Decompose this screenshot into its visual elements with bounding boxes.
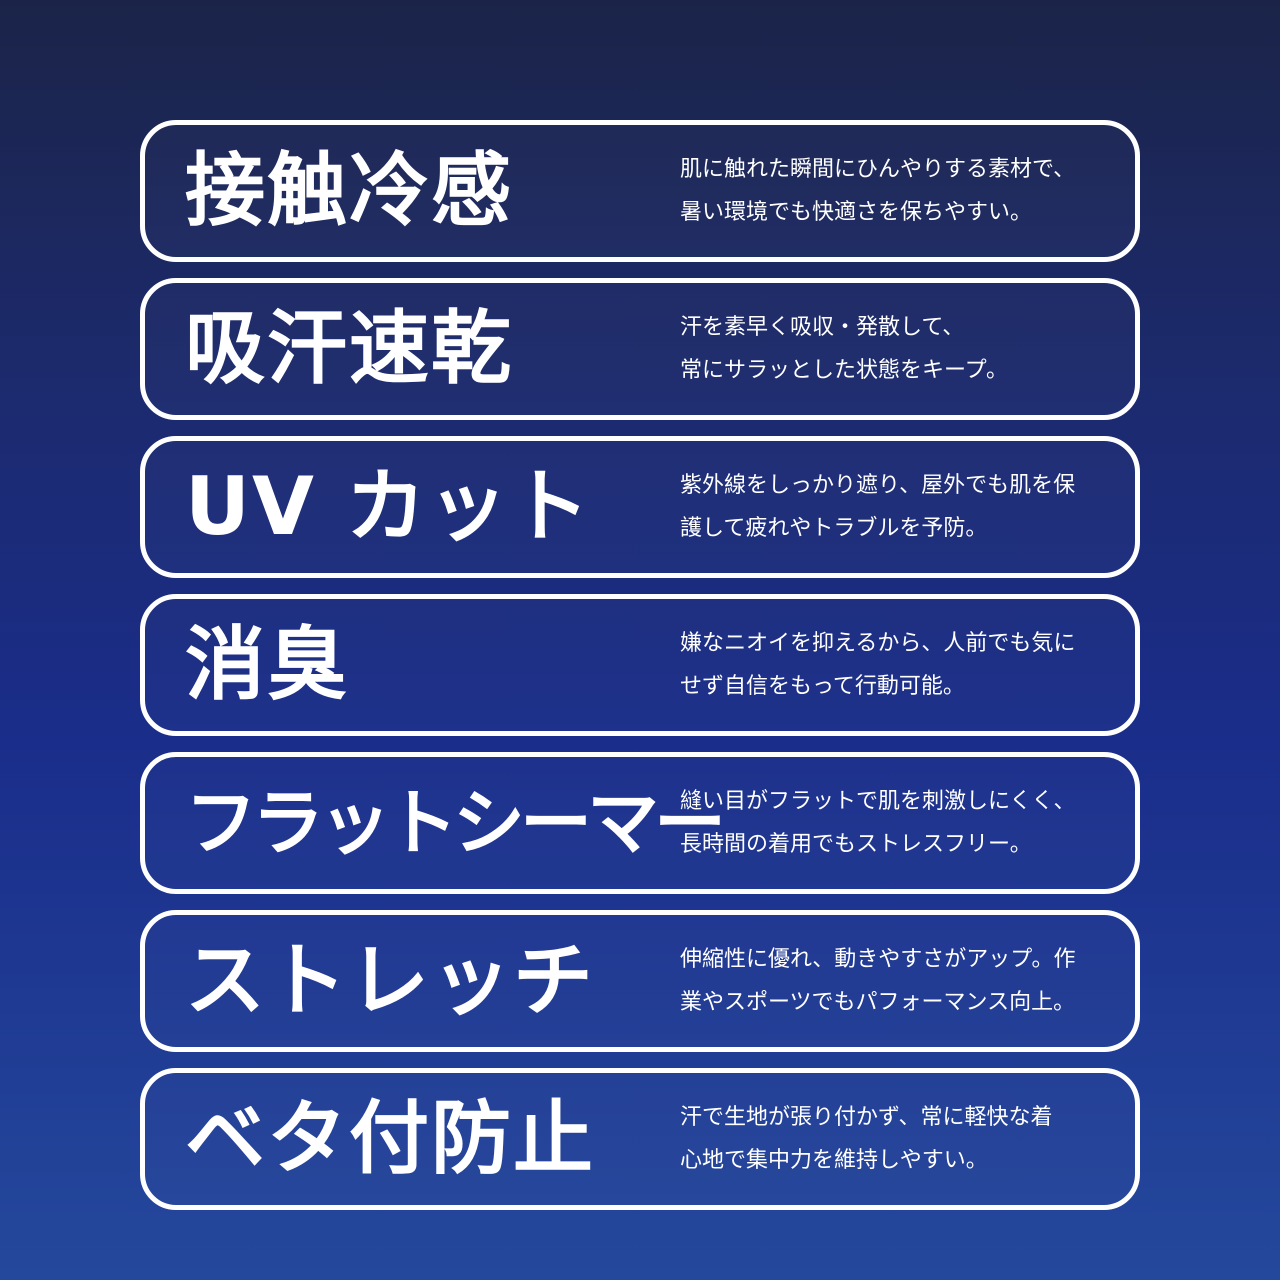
feature-description-line: 護して疲れやトラブルを予防。 [680,516,988,541]
feature-description: 縫い目がフラットで肌を刺激しにくく、 長時間の着用でもストレスフリー。 [680,757,1110,889]
feature-description-line: 肌に触れた瞬間にひんやりする素材で、 [680,157,1076,182]
feature-description-line: 紫外線をしっかり遮り、屋外でも肌を保 [680,473,1076,498]
feature-card-contact-cooling: 接触冷感 肌に触れた瞬間にひんやりする素材で、 暑い環境でも快適さを保ちやすい。 [140,120,1140,262]
feature-card-anti-stick: ベタ付防止 汗で生地が張り付かず、常に軽快な着 心地で集中力を維持しやすい。 [140,1068,1140,1210]
feature-description-line: 常にサラッとした状態をキープ。 [680,358,1009,383]
feature-description-line: 暑い環境でも快適さを保ちやすい。 [680,200,1033,225]
feature-card-quick-dry: 吸汗速乾 汗を素早く吸収・発散して、 常にサラッとした状態をキープ。 [140,278,1140,420]
feature-description-line: 嫌なニオイを抑えるから、人前でも気に [680,631,1076,656]
feature-description-line: 業やスポーツでもパフォーマンス向上。 [680,990,1076,1015]
feature-description-line: 汗で生地が張り付かず、常に軽快な着 [680,1105,1053,1130]
feature-title: ストレッチ [185,934,595,1027]
feature-card-deodorant: 消臭 嫌なニオイを抑えるから、人前でも気に せず自信をもって行動可能。 [140,594,1140,736]
feature-card-uv-cut: UV カット 紫外線をしっかり遮り、屋外でも肌を保 護して疲れやトラブルを予防。 [140,436,1140,578]
feature-title: 接触冷感 [185,144,513,237]
feature-description-line: 心地で集中力を維持しやすい。 [680,1148,988,1173]
feature-list: 接触冷感 肌に触れた瞬間にひんやりする素材で、 暑い環境でも快適さを保ちやすい。… [140,120,1140,1210]
feature-description: 紫外線をしっかり遮り、屋外でも肌を保 護して疲れやトラブルを予防。 [680,441,1110,573]
feature-title: フラットシーマー [185,781,726,865]
feature-title: ベタ付防止 [185,1092,595,1185]
feature-description-line: 縫い目がフラットで肌を刺激しにくく、 [680,789,1076,814]
feature-description: 汗を素早く吸収・発散して、 常にサラッとした状態をキープ。 [680,283,1110,415]
feature-description: 汗で生地が張り付かず、常に軽快な着 心地で集中力を維持しやすい。 [680,1073,1110,1205]
feature-card-flat-seamer: フラットシーマー 縫い目がフラットで肌を刺激しにくく、 長時間の着用でもストレス… [140,752,1140,894]
feature-description: 伸縮性に優れ、動きやすさがアップ。作 業やスポーツでもパフォーマンス向上。 [680,915,1110,1047]
feature-description-line: 伸縮性に優れ、動きやすさがアップ。作 [680,947,1076,972]
feature-card-stretch: ストレッチ 伸縮性に優れ、動きやすさがアップ。作 業やスポーツでもパフォーマンス… [140,910,1140,1052]
feature-description-line: せず自信をもって行動可能。 [680,674,965,699]
feature-description-line: 汗を素早く吸収・発散して、 [680,315,965,340]
feature-description: 嫌なニオイを抑えるから、人前でも気に せず自信をもって行動可能。 [680,599,1110,731]
feature-title: UV カット [185,460,592,553]
feature-description: 肌に触れた瞬間にひんやりする素材で、 暑い環境でも快適さを保ちやすい。 [680,125,1110,257]
feature-title: 消臭 [185,618,349,711]
feature-title: 吸汗速乾 [185,302,513,395]
feature-description-line: 長時間の着用でもストレスフリー。 [680,832,1032,857]
